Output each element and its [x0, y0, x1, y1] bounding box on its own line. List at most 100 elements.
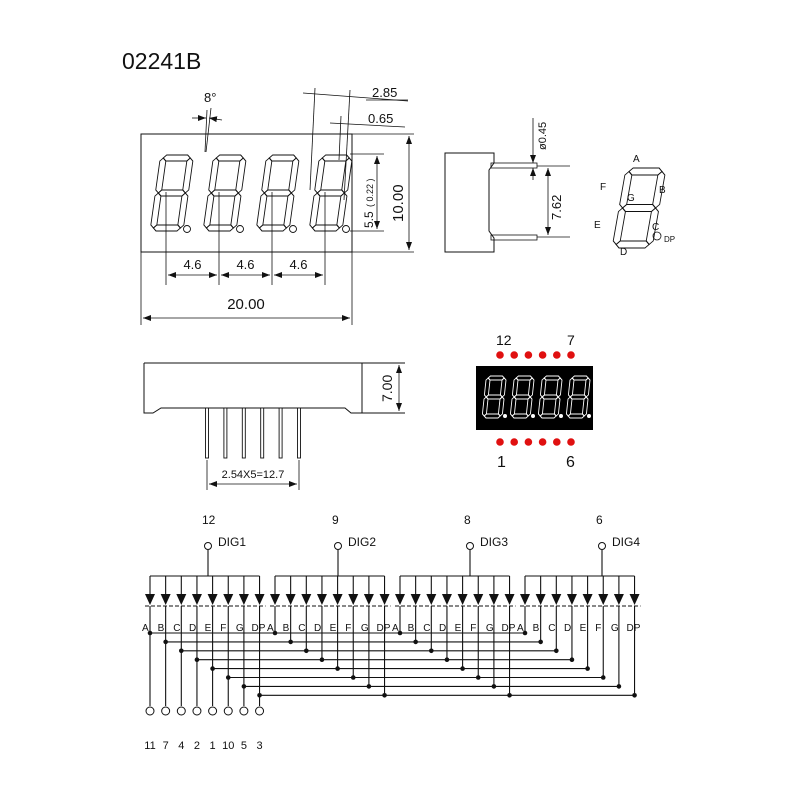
segment-b: [235, 157, 247, 194]
seven-segment-digit: [203, 154, 247, 232]
digit-pin-number: 6: [596, 513, 603, 527]
segment-pin-number: 1: [210, 740, 216, 752]
side-pin-top: [490, 162, 538, 169]
dim-285-ext-right: [343, 89, 351, 201]
segment-label: F: [595, 623, 601, 634]
segment-g: [621, 204, 657, 212]
pin-12-label: 12: [496, 332, 512, 348]
seven-segment-digit: [309, 154, 353, 232]
bottom-body-outline: [143, 362, 405, 414]
segment-g: [263, 189, 292, 197]
diode-icon: [207, 594, 218, 605]
diode-icon: [223, 594, 234, 605]
digit-pin-number: 8: [464, 513, 471, 527]
pin-dot-top: [553, 351, 561, 359]
segment-pin-terminal: [161, 706, 171, 716]
segment-f: [314, 157, 326, 194]
segment-pin-terminal: [145, 706, 155, 716]
seg-label-f: F: [600, 182, 606, 193]
digit-common-terminal: [204, 542, 212, 550]
decimal-point: [503, 414, 507, 418]
bottom-view: 2.54X5=12.7 7.00: [143, 362, 405, 490]
segment-label: D: [189, 623, 196, 634]
diode-icon: [145, 594, 155, 605]
pin-dot-top: [538, 351, 547, 359]
pin: [260, 407, 265, 459]
segment-label: F: [470, 623, 476, 634]
segment-c: [283, 192, 295, 229]
width-label: 20.00: [227, 296, 265, 313]
diode-icon: [379, 594, 390, 605]
seven-segment-digit: [612, 167, 666, 249]
digit-label: DIG3: [480, 535, 508, 549]
segment-pin-terminal: [239, 706, 249, 716]
decimal-point: [289, 225, 297, 233]
pin-dot-bottom: [510, 438, 518, 446]
segment-c: [177, 192, 189, 229]
digit-common-terminal: [334, 542, 342, 550]
diode-icon: [426, 594, 437, 605]
depth-label: 7.00: [379, 375, 395, 402]
pin: [205, 407, 209, 459]
segment-label: D: [439, 623, 446, 634]
display-pins: [496, 351, 575, 446]
diode-icon: [363, 594, 374, 605]
segment-label: C: [548, 623, 555, 634]
side-view: 7.62 ø0.45: [444, 118, 570, 253]
digit-label: DIG2: [348, 535, 376, 549]
segment-c: [230, 192, 242, 229]
decimal-point: [183, 225, 191, 233]
segment-label: E: [580, 623, 587, 634]
diode-icon: [488, 594, 499, 605]
segment-label: A: [267, 623, 274, 634]
part-number-title: 02241B: [122, 48, 201, 74]
digit-label: DIG4: [612, 535, 640, 549]
segment-d: [205, 224, 235, 232]
segment-label: F: [220, 623, 226, 634]
segment-g: [541, 394, 559, 400]
segment-b: [288, 157, 300, 194]
seg-label-d: D: [620, 247, 627, 258]
segment-label: A: [517, 623, 524, 634]
pin-dot-top: [524, 351, 533, 359]
dim-285-ext-left: [309, 87, 316, 191]
segment-e: [203, 192, 215, 229]
seven-segment-digit: [150, 154, 194, 232]
decimal-point: [342, 225, 350, 233]
segment-label: C: [423, 623, 430, 634]
angle-label: 8°: [204, 90, 216, 105]
row-spacing-label: 7.62: [549, 195, 564, 220]
top-view-display: 12 7 1 6: [476, 332, 593, 471]
angle-ref-line: [204, 109, 208, 153]
segment-label: D: [564, 623, 571, 634]
segment-e: [309, 192, 321, 229]
segment-g: [157, 189, 186, 197]
decimal-point: [587, 414, 591, 418]
decimal-point: [531, 414, 535, 418]
segment-c: [336, 192, 348, 229]
segment-label: DP: [252, 623, 266, 634]
pitch-label: 4.6: [289, 257, 307, 272]
segment-label: G: [611, 623, 619, 634]
segment-label: E: [330, 623, 337, 634]
dim-065-label: 0.65: [368, 111, 393, 126]
diode-icon: [191, 594, 202, 605]
segment-a: [628, 167, 663, 176]
angle-arrow-right: [208, 116, 223, 123]
segment-d: [258, 224, 288, 232]
segment-label: DP: [502, 623, 516, 634]
segment-f: [208, 157, 220, 194]
seg-label-dp: DP: [664, 235, 675, 244]
segment-g: [485, 394, 503, 400]
segment-e: [150, 192, 162, 229]
dim-065-ext: [338, 115, 342, 161]
segment-a: [215, 154, 244, 162]
pin-dot-bottom: [553, 438, 561, 446]
pin-dot-top: [510, 351, 518, 359]
diode-icon: [520, 594, 530, 605]
seven-segment-digit: [256, 154, 300, 232]
bottom-pins: [205, 407, 301, 459]
